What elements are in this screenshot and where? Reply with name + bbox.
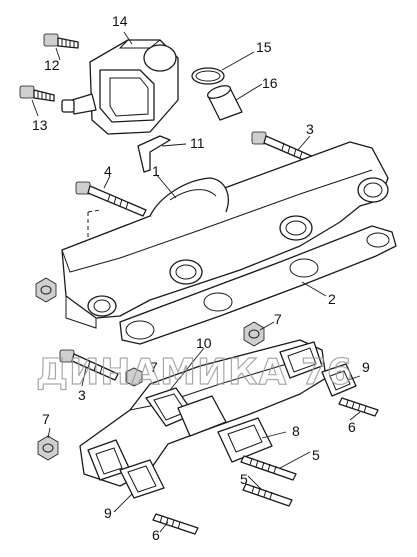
callout-7-lower: 7 bbox=[42, 411, 50, 427]
bolt-part-3-lower bbox=[59, 349, 119, 381]
callout-numbers: 14 12 13 15 16 11 3 4 1 2 7 10 3 9 6 8 5… bbox=[32, 13, 370, 543]
elbow-housing-part-14 bbox=[61, 39, 179, 135]
stud-part-5-upper bbox=[240, 455, 297, 481]
callout-12: 12 bbox=[44, 57, 60, 73]
callout-15: 15 bbox=[256, 39, 272, 55]
seal-ring-part-15 bbox=[191, 67, 225, 85]
callout-16: 16 bbox=[262, 75, 278, 91]
gasket-part-2 bbox=[119, 225, 397, 345]
callout-4: 4 bbox=[104, 163, 112, 179]
gasket-part-9-right bbox=[321, 363, 357, 397]
callout-6-lower: 6 bbox=[152, 527, 160, 543]
bolt-part-13 bbox=[19, 85, 55, 102]
callout-9-right: 9 bbox=[362, 359, 370, 375]
nut-part-7-mid bbox=[243, 321, 265, 347]
gasket-part-9-lower bbox=[119, 459, 165, 499]
sleeve-part-16 bbox=[206, 85, 243, 121]
callout-5-upper: 5 bbox=[312, 447, 320, 463]
callout-10: 10 bbox=[196, 335, 212, 351]
callout-8: 8 bbox=[292, 423, 300, 439]
stud-part-6-right bbox=[338, 397, 379, 417]
callout-2: 2 bbox=[328, 291, 336, 307]
callout-7-small: 7 bbox=[150, 359, 158, 375]
exhaust-manifold-upper-part-1 bbox=[61, 141, 389, 329]
bolt-part-4 bbox=[75, 181, 147, 217]
callout-1: 1 bbox=[152, 163, 160, 179]
callout-6-right: 6 bbox=[348, 419, 356, 435]
callout-3-lower: 3 bbox=[78, 387, 86, 403]
bolt-part-12 bbox=[43, 33, 79, 49]
stud-part-6-lower bbox=[152, 513, 199, 535]
stud-part-5-lower bbox=[242, 483, 293, 507]
nut-part-7-left bbox=[35, 277, 57, 303]
watermark: ДИНАМИКА 76 bbox=[36, 352, 353, 393]
callout-13: 13 bbox=[32, 117, 48, 133]
nut-part-7-small bbox=[125, 367, 143, 387]
callout-9-lower: 9 bbox=[104, 505, 112, 521]
nut-part-7-lower bbox=[37, 435, 59, 461]
callout-11: 11 bbox=[190, 135, 205, 151]
leader-lines bbox=[31, 31, 361, 533]
gasket-part-8 bbox=[217, 417, 273, 463]
callout-14: 14 bbox=[112, 13, 128, 29]
clip-part-11 bbox=[137, 135, 171, 173]
callout-3-upper: 3 bbox=[306, 121, 314, 137]
exhaust-manifold-lower-part-10 bbox=[79, 339, 327, 487]
callout-5-lower: 5 bbox=[240, 471, 248, 487]
callout-7-right: 7 bbox=[274, 311, 282, 327]
